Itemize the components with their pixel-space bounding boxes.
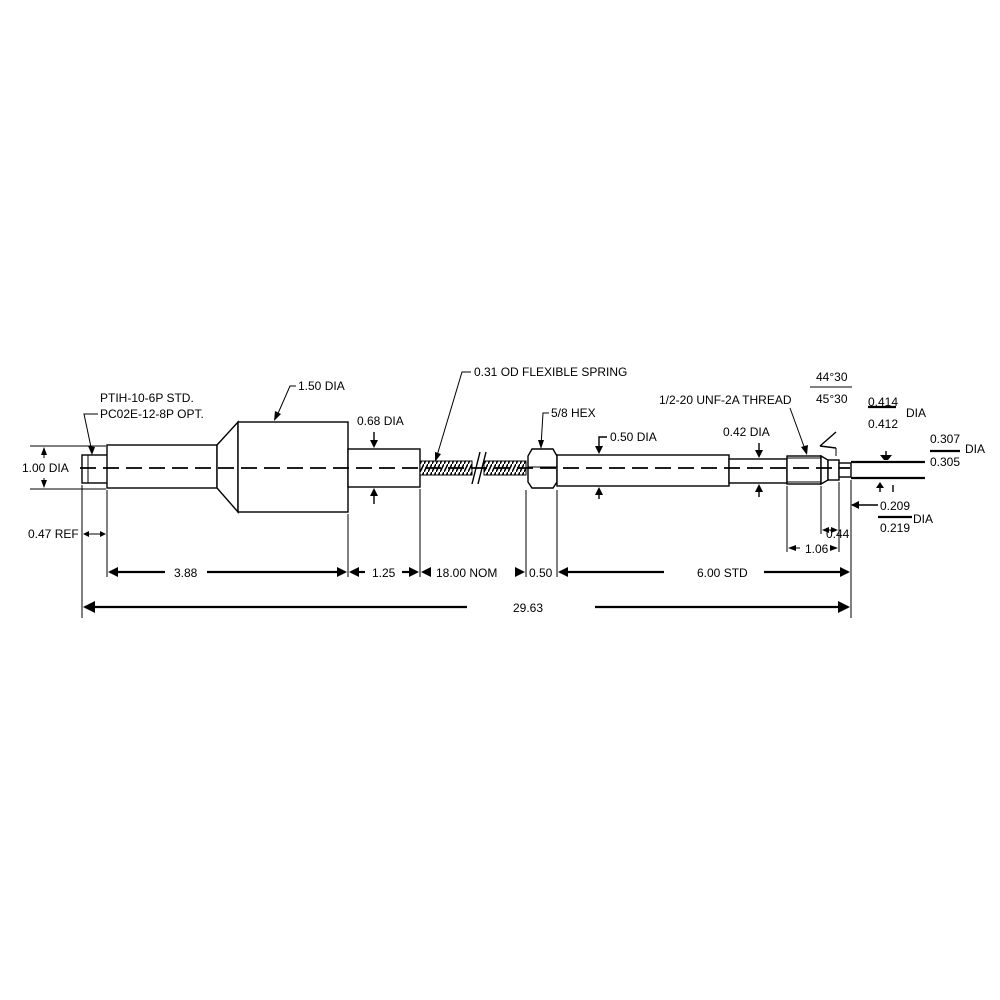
tip-extension bbox=[851, 460, 925, 480]
dia-0-414-dia-label: DIA bbox=[906, 406, 926, 420]
spring-label: 0.31 OD FLEXIBLE SPRING bbox=[474, 365, 627, 379]
dia-0-42-label: 0.42 DIA bbox=[723, 425, 770, 439]
transition-cone bbox=[216, 420, 239, 514]
thread-leader bbox=[789, 407, 807, 453]
hex-leader bbox=[540, 412, 549, 447]
len-1-25-label: 1.25 bbox=[372, 566, 396, 580]
dim-1-25 bbox=[349, 567, 419, 577]
len-0-50-label: 0.50 bbox=[529, 566, 553, 580]
dim-3-88 bbox=[108, 567, 347, 577]
sheath-0-42 bbox=[728, 458, 788, 484]
angle-bottom-label: 45°30 bbox=[816, 392, 848, 406]
ref-0-47-label: 0.47 REF bbox=[28, 527, 79, 541]
seat-collar bbox=[827, 459, 840, 481]
dia-0-305-label: 0.305 bbox=[930, 455, 960, 469]
dia-1-50-leader bbox=[275, 385, 296, 419]
dia-0-50-label: 0.50 DIA bbox=[610, 430, 657, 444]
connector-std-label: PTIH-10-6P STD. bbox=[100, 391, 194, 405]
dim-18-00 bbox=[421, 567, 525, 577]
thread-section bbox=[786, 455, 822, 485]
dia-0-412-label: 0.412 bbox=[868, 417, 898, 431]
thread-label: 1/2-20 UNF-2A THREAD bbox=[659, 393, 792, 407]
dia-0-68-label: 0.68 DIA bbox=[357, 414, 404, 428]
dia-0-209-arrow bbox=[851, 501, 878, 509]
ref-0-47-dimension bbox=[83, 531, 106, 537]
dia-0-414-label: 0.414 bbox=[868, 395, 898, 409]
connector-opt-label: PC02E-12-8P OPT. bbox=[100, 407, 204, 421]
len-1-06-label: 1.06 bbox=[805, 542, 829, 556]
handle-body bbox=[106, 444, 218, 489]
dia-0-68-arrows bbox=[370, 432, 378, 504]
dim-0-44 bbox=[822, 527, 838, 533]
connector-leader bbox=[83, 413, 98, 453]
large-housing bbox=[237, 421, 349, 513]
dia-1-00-label: 1.00 DIA bbox=[22, 461, 69, 475]
chamfer bbox=[820, 454, 829, 486]
tip-dia-arrows bbox=[876, 451, 894, 492]
dia-0-209-dia-label: DIA bbox=[913, 512, 933, 526]
dia-1-50-label: 1.50 DIA bbox=[298, 379, 345, 393]
dim-1-06 bbox=[788, 545, 838, 551]
len-0-44-label: 0.44 bbox=[826, 527, 850, 541]
dia-0-209-label: 0.209 bbox=[880, 499, 910, 513]
angle-leader bbox=[819, 431, 837, 456]
dia-0-42-arrows bbox=[755, 443, 763, 497]
sheath-0-50 bbox=[556, 454, 730, 487]
len-3-88-label: 3.88 bbox=[174, 566, 198, 580]
connector-plug bbox=[81, 454, 109, 484]
dia-0-307-label: 0.307 bbox=[930, 432, 960, 446]
dim-overall bbox=[83, 601, 850, 613]
spring-leader bbox=[435, 371, 471, 460]
dia-0-219-label: 0.219 bbox=[880, 521, 910, 535]
len-overall-label: 29.63 bbox=[513, 601, 543, 615]
len-18-00-label: 18.00 NOM bbox=[436, 566, 497, 580]
hex-label: 5/8 HEX bbox=[551, 406, 596, 420]
dia-1-00-dimension bbox=[30, 445, 106, 490]
extension-lines bbox=[81, 480, 852, 618]
angle-top-label: 44°30 bbox=[816, 370, 848, 384]
dim-6-00 bbox=[558, 567, 850, 577]
dia-0-50-arrows bbox=[595, 436, 607, 499]
tip-0-209 bbox=[838, 462, 852, 478]
len-6-00-label: 6.00 STD bbox=[697, 566, 748, 580]
dia-0-307-dia-label: DIA bbox=[965, 442, 985, 456]
